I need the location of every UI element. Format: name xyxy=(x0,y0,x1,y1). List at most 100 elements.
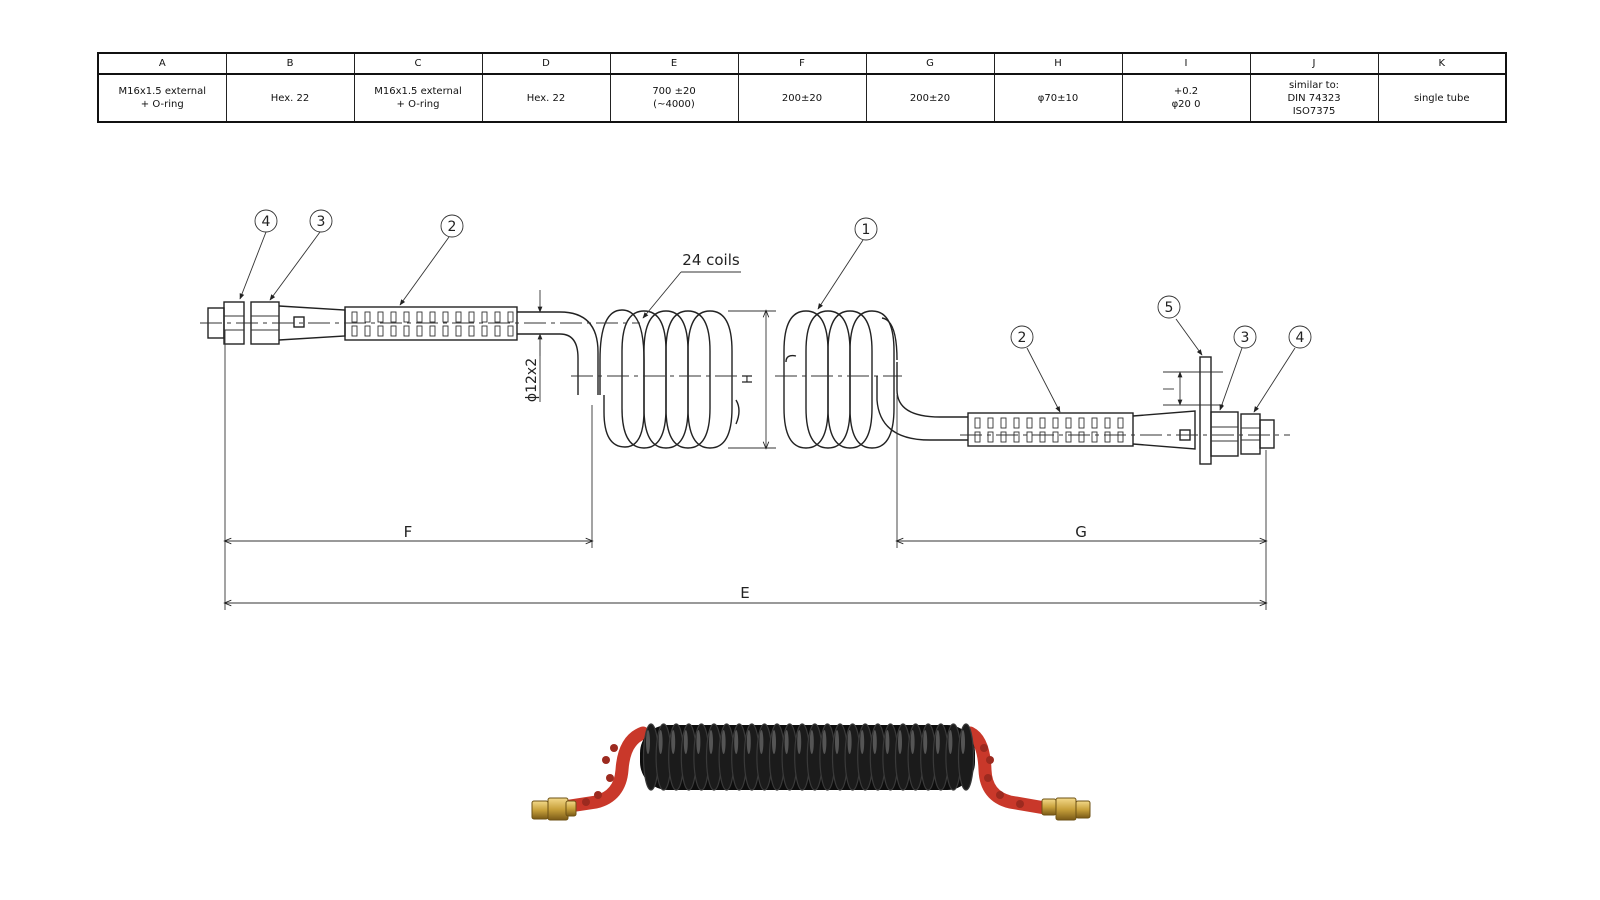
guard-rib xyxy=(1104,431,1111,443)
coils-note: 24 coils xyxy=(642,251,741,319)
photo-coil-highlight xyxy=(898,730,902,754)
guard-rib xyxy=(1039,431,1046,443)
guard-rib xyxy=(1026,431,1033,443)
coil-loop xyxy=(665,310,711,449)
photo-guard-rib xyxy=(602,756,610,764)
guard-rib xyxy=(442,311,449,323)
guard-rib xyxy=(1078,417,1085,429)
right-hex-nut xyxy=(1240,413,1261,455)
header-f: F xyxy=(737,52,867,75)
left-spring-guard xyxy=(344,306,518,341)
guard-rib xyxy=(1117,431,1124,443)
guard-rib xyxy=(1026,417,1033,429)
photo-guard-rib xyxy=(606,774,614,782)
guard-rib xyxy=(1078,431,1085,443)
photo-coil-highlight xyxy=(696,730,701,754)
photo-coil-highlight xyxy=(961,730,965,754)
guard-rib xyxy=(1039,417,1046,429)
callout-right-5: 5 xyxy=(1157,295,1203,356)
left-tube-outer xyxy=(517,311,599,395)
photo-coil-highlight xyxy=(885,730,890,754)
guard-rib xyxy=(1013,417,1020,429)
photo-coil-loop xyxy=(957,723,975,791)
header-d: D xyxy=(481,52,611,75)
dim-h-label: H xyxy=(741,374,756,384)
coil-loop xyxy=(849,310,895,449)
photo-coil-highlight xyxy=(671,730,676,754)
guard-rib xyxy=(1104,417,1111,429)
callout-right-3: 3 xyxy=(1219,325,1257,411)
photo-coil-highlight xyxy=(948,730,953,754)
guard-rib xyxy=(416,325,423,337)
photo-coil-highlight xyxy=(721,730,726,754)
photo-coil-loops xyxy=(582,723,1024,808)
guard-rib xyxy=(1091,417,1098,429)
photo-left-spring-guard xyxy=(563,726,650,813)
photo-coil-highlight xyxy=(835,730,839,754)
callout-right-4: 4 xyxy=(1253,325,1312,413)
coil-height-dimension: H xyxy=(728,311,776,448)
right-nipple xyxy=(1259,419,1275,449)
dim-f-label: F xyxy=(404,523,413,541)
photo-guard-rib xyxy=(610,744,618,752)
callout-coil-1: 1 xyxy=(817,217,878,310)
header-a: A xyxy=(97,52,227,75)
photo-coil-highlight xyxy=(797,730,802,754)
header-e: E xyxy=(609,52,739,75)
product-photo xyxy=(531,723,1091,821)
tube-diameter-label: ϕ12x2 xyxy=(524,358,540,402)
dimension-e: E xyxy=(225,584,1266,603)
guard-rib xyxy=(429,325,436,337)
right-collar-nut xyxy=(1210,411,1239,457)
value-e: 700 ±20 (~4000) xyxy=(609,73,739,123)
photo-coil-highlight xyxy=(759,730,764,754)
left-guard-ribs xyxy=(351,311,514,337)
value-d: Hex. 22 xyxy=(481,73,611,123)
guard-rib xyxy=(442,325,449,337)
right-tube-outer xyxy=(896,362,968,418)
guard-rib xyxy=(429,311,436,323)
right-tube-inner xyxy=(876,376,968,441)
dim-e-label: E xyxy=(740,584,749,602)
guard-rib xyxy=(481,325,488,337)
photo-guard-rib xyxy=(1016,800,1024,808)
callout-right-5-label: 5 xyxy=(1165,300,1174,316)
right-taper-sleeve xyxy=(1132,410,1196,450)
guard-rib xyxy=(351,311,358,323)
right-end-assembly xyxy=(876,356,1275,465)
guard-rib xyxy=(455,325,462,337)
left-tube-inner xyxy=(517,333,579,395)
value-a: M16x1.5 external + O-ring xyxy=(97,73,227,123)
coil-group-right xyxy=(783,310,898,449)
photo-guard-rib xyxy=(594,791,602,799)
guard-rib xyxy=(377,311,384,323)
guard-rib xyxy=(507,325,514,337)
photo-right-fitting xyxy=(1041,797,1091,821)
guard-rib xyxy=(1065,431,1072,443)
guard-rib xyxy=(468,325,475,337)
guard-rib xyxy=(494,311,501,323)
guard-rib xyxy=(455,311,462,323)
guard-rib xyxy=(974,431,981,443)
photo-coil-highlight xyxy=(646,730,650,754)
guard-rib xyxy=(416,311,423,323)
guard-rib xyxy=(1117,417,1124,429)
photo-coil-highlight xyxy=(872,730,877,754)
dimension-g: G xyxy=(897,395,1266,610)
guard-rib xyxy=(364,325,371,337)
photo-right-spring-guard xyxy=(963,726,1052,815)
photo-coil-highlight xyxy=(935,730,940,754)
photo-guard-rib xyxy=(980,744,988,752)
guard-rib xyxy=(390,311,397,323)
left-end-assembly xyxy=(207,301,599,395)
coil-break-hook xyxy=(735,399,740,425)
guard-rib xyxy=(1013,431,1020,443)
tube-diameter-dimension: ϕ12x2 xyxy=(524,290,543,402)
callout-left-3-label: 3 xyxy=(317,214,326,230)
callout-left-4-label: 4 xyxy=(262,214,271,230)
callout-right-4-label: 4 xyxy=(1296,330,1305,346)
spec-table: A B C D E F G H I J K M16x1.5 external +… xyxy=(97,52,1507,123)
dim-g-label: G xyxy=(1075,523,1087,541)
callout-left-4: 4 xyxy=(239,209,278,300)
